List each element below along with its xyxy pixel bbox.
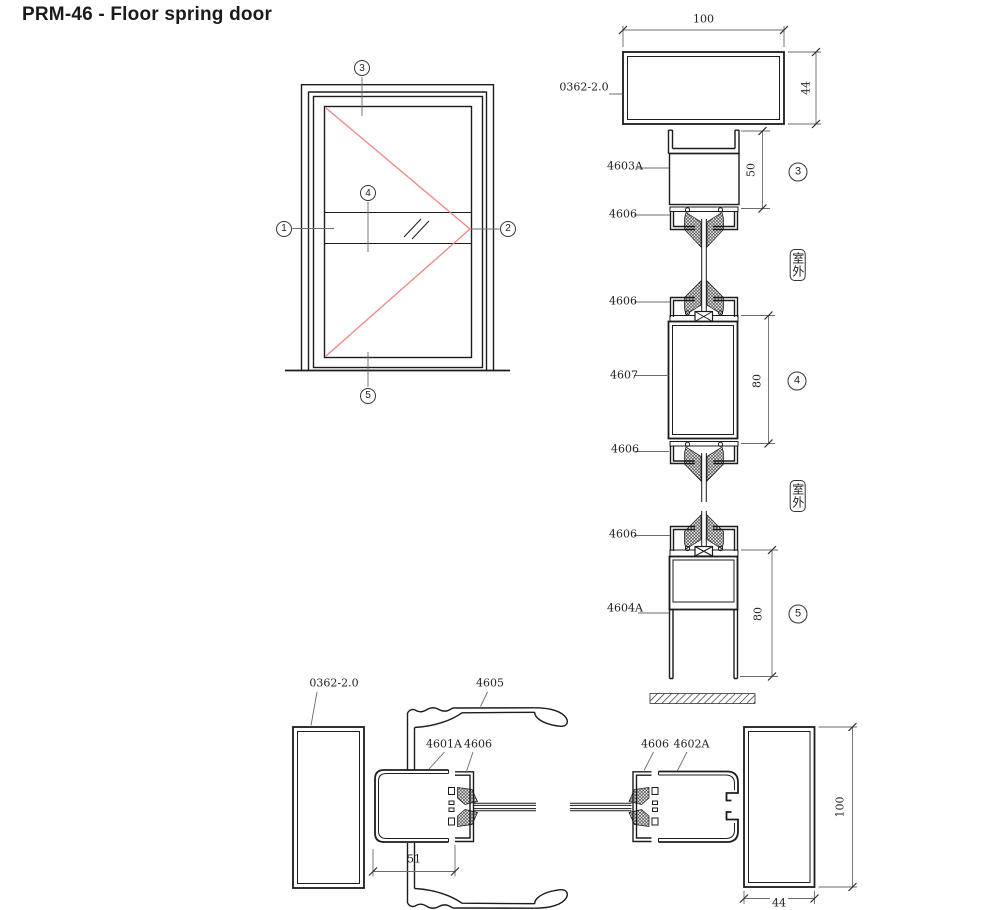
section-circle-4: 4 bbox=[787, 371, 807, 390]
leaf-stile-right-profile bbox=[658, 770, 739, 843]
head-tube-section bbox=[609, 25, 821, 129]
glazing-gasket-right bbox=[628, 771, 659, 843]
label-4601A: 4601A bbox=[426, 737, 462, 751]
glass-lines-plan bbox=[474, 802, 632, 812]
callout-1: 1 bbox=[276, 220, 292, 237]
dim-51: 51 bbox=[407, 852, 421, 866]
label-4602A: 4602A bbox=[673, 737, 710, 751]
swing-direction-lines bbox=[325, 107, 471, 357]
dim-100-top: 100 bbox=[693, 12, 714, 26]
outdoor-badge-upper: 室外 bbox=[789, 249, 806, 281]
callout-3: 3 bbox=[354, 60, 370, 76]
label-4606-head: 4606 bbox=[609, 207, 637, 221]
leaf-stile-left-profile bbox=[374, 769, 455, 843]
label-4606-plan-left: 4606 bbox=[464, 737, 492, 751]
section-circle-3: 3 bbox=[788, 162, 808, 181]
page-title: PRM-46 - Floor spring door bbox=[22, 4, 273, 25]
dim-44-top: 44 bbox=[799, 80, 812, 95]
dim-100-right: 100 bbox=[833, 796, 846, 817]
plan-section bbox=[292, 691, 857, 909]
section-circle-5: 5 bbox=[788, 604, 808, 623]
callout-2: 2 bbox=[500, 220, 516, 237]
callout-5: 5 bbox=[360, 387, 376, 404]
dim-44-bottom: 44 bbox=[770, 896, 788, 910]
dim-80-sill: 80 bbox=[751, 607, 764, 621]
glass-lines bbox=[701, 219, 707, 547]
dim-50: 50 bbox=[744, 163, 757, 177]
outdoor-badge-lower: 室外 bbox=[789, 480, 806, 512]
section-head bbox=[634, 126, 770, 248]
label-4607: 4607 bbox=[610, 368, 638, 381]
callout-4: 4 bbox=[360, 185, 376, 201]
section-sill bbox=[634, 514, 778, 704]
label-4606-mid-top: 4606 bbox=[609, 294, 637, 308]
leaf-cover-profile bbox=[406, 707, 569, 909]
label-4606-sill: 4606 bbox=[609, 527, 637, 540]
label-jamb-tube: 0362-2.0 bbox=[309, 676, 359, 690]
label-4606-mid-bottom: 4606 bbox=[611, 442, 639, 455]
label-4603A: 4603A bbox=[607, 159, 643, 173]
section-mid-rail bbox=[634, 280, 775, 482]
door-elevation bbox=[285, 77, 510, 387]
label-head-tube: 0362-2.0 bbox=[559, 80, 609, 93]
label-4606-plan-right: 4606 bbox=[641, 737, 669, 751]
label-4605: 4605 bbox=[476, 676, 504, 690]
label-4604A: 4604A bbox=[607, 601, 643, 614]
dim-80-mid: 80 bbox=[750, 373, 763, 388]
glass-symbol bbox=[403, 218, 430, 240]
glazing-gasket-left bbox=[455, 771, 478, 843]
floor-hatch bbox=[649, 693, 756, 704]
